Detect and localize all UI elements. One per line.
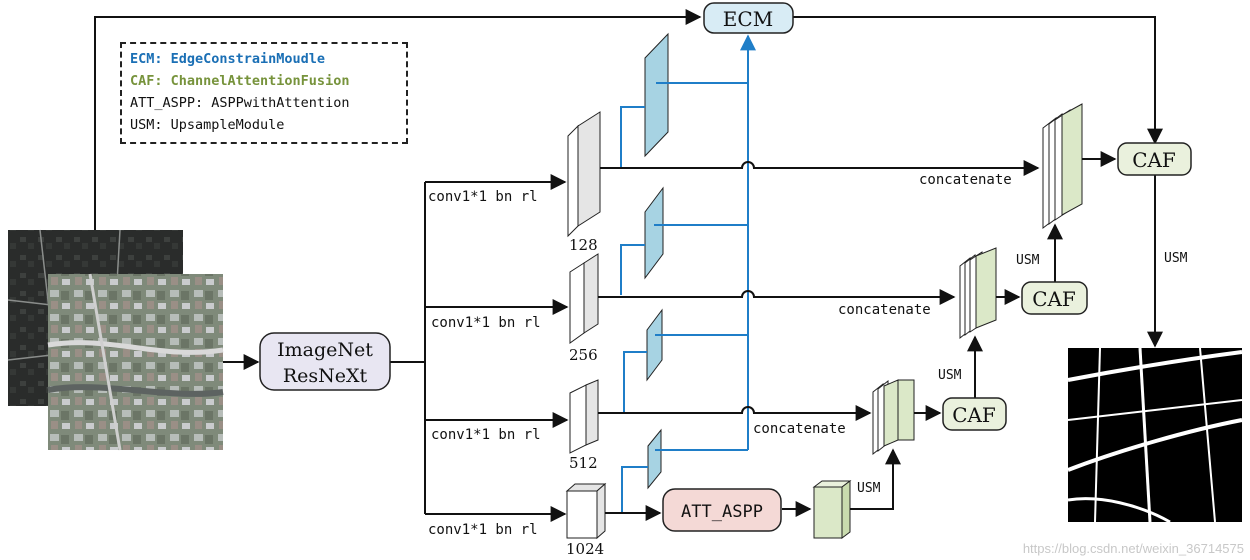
caf-low-label: CAF [952,403,996,427]
usm-label-mid: USM [1016,253,1040,268]
output-road-map [1067,347,1243,524]
channel-label-256: 256 [569,346,598,364]
conv-label-128: conv1*1 bn rl [428,189,538,205]
concat-stack-low [872,379,915,456]
att-aspp-label: ATT_ASPP [681,502,763,522]
edge-image-to-ecm [94,9,702,230]
edge-feature-3 [646,308,663,382]
edge-feature-2 [644,186,664,280]
att-aspp-node: ATT_ASPP [662,488,782,532]
legend-att: ATT_ASPP: ASPPwithAttention [130,95,350,111]
caf-node-mid: CAF [1021,281,1088,315]
edge-f128-to-concat [600,160,1040,176]
channel-label-128: 128 [569,236,598,254]
legend: ECM: EdgeConstrainMoudle CAF: ChannelAtt… [120,42,408,144]
concat-label-low: concatenate [753,421,846,437]
backbone-node: ImageNet ResNeXt [259,332,391,391]
concat-label-top: concatenate [919,172,1012,188]
backbone-label-2: ResNeXt [283,365,368,387]
channel-label-512: 512 [569,454,598,472]
legend-ecm: ECM: EdgeConstrainMoudle [130,51,326,67]
edge-feature-1 [644,32,669,158]
conv-label-256: conv1*1 bn rl [431,315,541,331]
channel-label-1024: 1024 [566,540,604,558]
concat-stack-mid [959,247,997,340]
conv-label-1024: conv1*1 bn rl [428,522,538,538]
feature-block-128 [567,111,601,238]
conv-label-512: conv1*1 bn rl [431,427,541,443]
legend-usm: USM: UpsampleModule [130,117,285,133]
watermark: https://blog.csdn.net/weixin_36714575 [1022,541,1244,556]
blue-edge-lines [620,34,756,513]
caf-mid-label: CAF [1032,287,1076,311]
edge-backbone-branches [390,182,426,514]
backbone-label-1: ImageNet [277,339,373,361]
feature-block-256 [569,253,599,344]
ecm-label: ECM [723,7,773,31]
input-image-rgb [47,273,224,451]
edge-f256-to-concat [598,289,956,305]
feature-block-512 [569,379,599,454]
aspp-output-block [812,480,852,539]
feature-block-1024 [565,482,607,540]
usm-label-aspp: USM [857,481,881,496]
caf-top-label: CAF [1132,148,1176,172]
edge-ecm-to-caf [793,16,1163,145]
usm-label-top: USM [1164,251,1188,266]
legend-caf: CAF: ChannelAttentionFusion [130,73,350,89]
edge-block-usm-up [850,448,901,510]
edge-feature-4 [647,428,662,490]
concat-stack-top [1042,103,1083,230]
concat-label-mid: concatenate [838,302,931,318]
edge-f512-to-concat [598,405,872,421]
caf-node-low: CAF [942,397,1007,431]
usm-label-low: USM [938,368,962,383]
caf-node-top: CAF [1117,142,1192,176]
ecm-node: ECM [703,2,794,34]
